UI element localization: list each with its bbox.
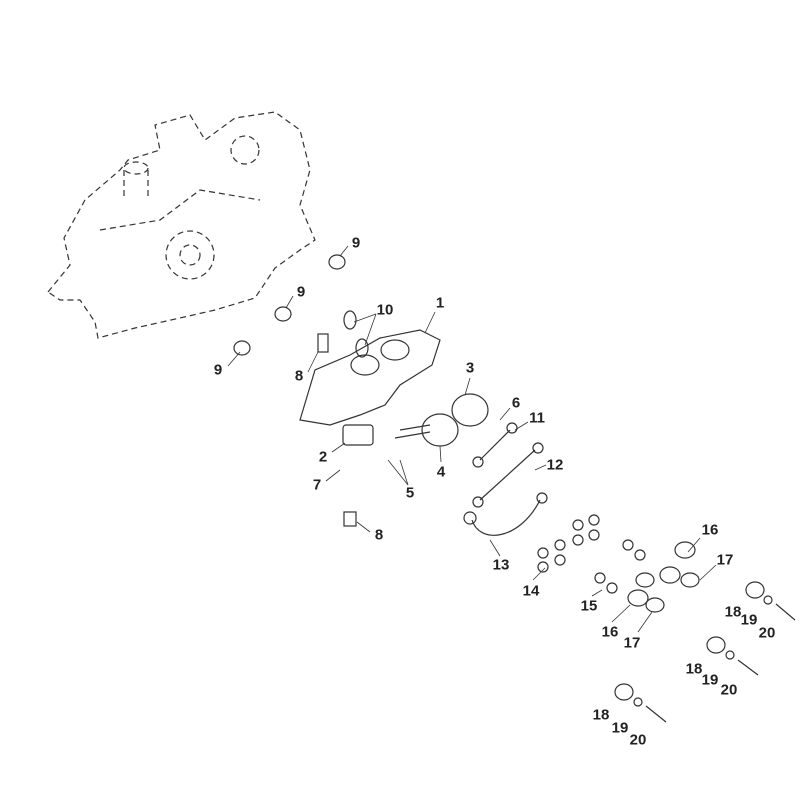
callout-15: 15 (580, 597, 598, 615)
callout-6: 6 (511, 394, 521, 412)
cables-part-11-12-13 (463, 422, 548, 536)
callout-16: 16 (601, 623, 619, 641)
callout-11: 11 (529, 409, 545, 427)
bracket-part-1 (299, 329, 441, 426)
callout-9: 9 (213, 361, 223, 379)
callout-1: 1 (435, 294, 445, 312)
grommets (233, 254, 346, 356)
bolt-part-8 (317, 333, 357, 527)
clamps-part-10 (343, 310, 369, 358)
callout-18: 18 (724, 603, 742, 621)
callout-8: 8 (294, 367, 304, 385)
callout-18: 18 (592, 706, 610, 724)
callout-7: 7 (312, 476, 322, 494)
terminal-sets-part-18-19-20 (614, 581, 796, 723)
callout-2: 2 (318, 448, 328, 466)
callout-17: 17 (716, 551, 734, 569)
callout-19: 19 (611, 719, 629, 737)
callout-4: 4 (436, 463, 446, 481)
callout-3: 3 (465, 359, 475, 377)
callout-19: 19 (701, 671, 719, 689)
callout-16: 16 (701, 521, 719, 539)
nuts-part-14-15 (537, 514, 646, 594)
callout-18: 18 (685, 660, 703, 678)
callout-20: 20 (720, 681, 738, 699)
callout-12: 12 (546, 456, 564, 474)
leader-lines (227, 245, 717, 633)
callout-14: 14 (522, 582, 540, 600)
callout-9: 9 (351, 234, 361, 252)
callout-13: 13 (492, 556, 510, 574)
solenoids-part-3-4 (394, 393, 489, 447)
callout-5: 5 (405, 484, 415, 502)
relay-part-2 (342, 424, 374, 446)
callout-9: 9 (296, 283, 306, 301)
callout-19: 19 (740, 611, 758, 629)
callout-10: 10 (376, 301, 394, 319)
boots-part-16-17 (627, 541, 700, 613)
callout-20: 20 (629, 731, 647, 749)
callout-17: 17 (623, 634, 641, 652)
engine-block-outline (47, 111, 316, 339)
callout-8: 8 (374, 526, 384, 544)
callout-20: 20 (758, 624, 776, 642)
